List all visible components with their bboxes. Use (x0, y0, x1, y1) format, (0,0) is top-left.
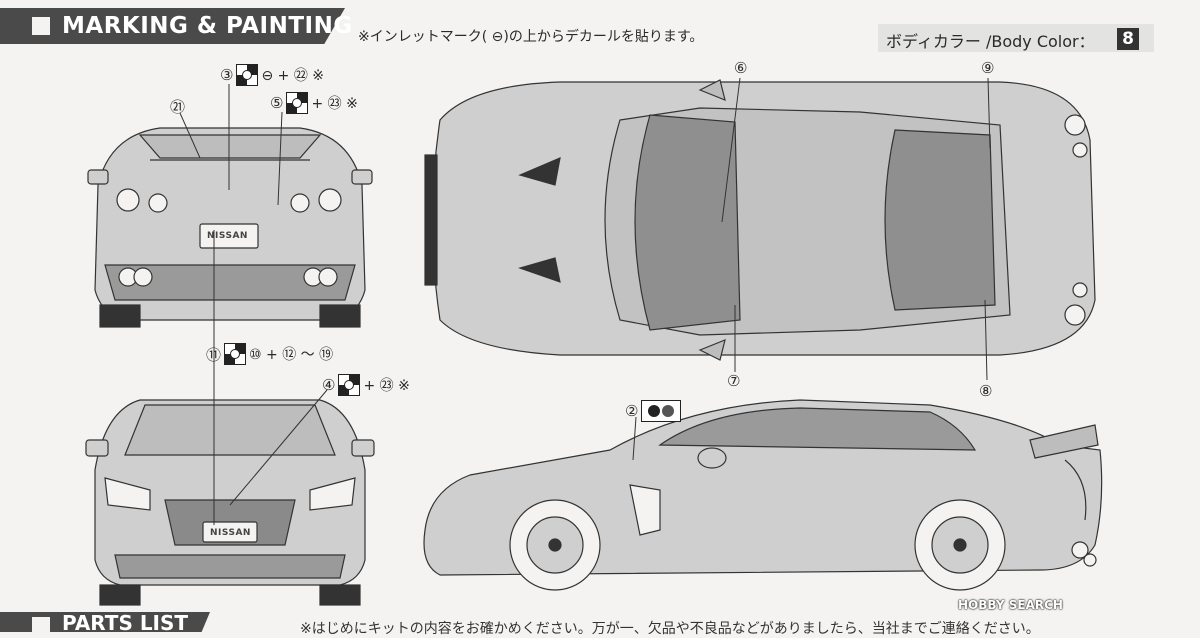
callout-7: ⑦ (727, 372, 740, 390)
callout-21: ㉑ (170, 96, 185, 117)
parts-square-icon (32, 617, 50, 635)
callout-11: ⑪ ⑩ + ⑫ ～ ⑲ (206, 343, 333, 365)
callout-4-num: ④ (322, 376, 336, 394)
front-plate-text: NISSAN (210, 528, 251, 538)
callout-3: ③ ⊖ + ㉒ ※ (220, 64, 324, 86)
callout-11-tail: ⑩ + ⑫ ～ ⑲ (249, 347, 334, 363)
body-color-label: ボディカラー /Body Color： (886, 32, 1095, 51)
section-title: MARKING & PAINTING (62, 13, 353, 39)
callout-9: ⑨ (981, 59, 994, 77)
parts-list-title: PARTS LIST (62, 611, 189, 635)
callout-6: ⑥ (734, 59, 747, 77)
callout-2-num: ② (625, 402, 639, 420)
side-view-car (423, 399, 1103, 591)
top-view-car (424, 79, 1096, 361)
two-dot-decal-icon (641, 400, 682, 422)
callout-11-num: ⑪ (206, 345, 222, 364)
callout-21-num: ㉑ (170, 98, 186, 116)
rear-view-car (87, 127, 373, 328)
parts-list-bar (0, 612, 210, 632)
callout-8: ⑧ (979, 382, 992, 400)
flag-decal-icon (286, 92, 309, 114)
rear-plate-text: NISSAN (207, 231, 248, 241)
body-color-box (878, 24, 1154, 52)
section-header-bar (0, 8, 345, 44)
parts-list-note: ※はじめにキットの内容をお確かめください。万が一、欠品や不良品などがありましたら… (300, 621, 1040, 637)
callout-3-tail: ⊖ + ㉒ ※ (261, 68, 324, 84)
flag-decal-icon (338, 374, 361, 396)
watermark: HOBBY SEARCH (958, 598, 1063, 612)
callout-4-tail: + ㉓ ※ (363, 378, 410, 394)
header-square-icon (32, 17, 50, 35)
flag-decal-icon (236, 64, 259, 86)
inlet-mark-note: ※インレットマーク( ⊖)の上からデカールを貼ります。 (358, 29, 704, 45)
callout-3-num: ③ (220, 66, 234, 84)
callout-9-num: ⑨ (981, 59, 995, 77)
callout-5-tail: + ㉓ ※ (311, 96, 358, 112)
callout-7-num: ⑦ (727, 372, 741, 390)
callout-5-num: ⑤ (270, 94, 284, 112)
callout-2: ② (625, 400, 682, 422)
callout-8-num: ⑧ (979, 382, 993, 400)
callout-5: ⑤ + ㉓ ※ (270, 92, 358, 114)
front-view-car (85, 399, 375, 606)
flag-decal-icon (224, 343, 247, 365)
callout-4: ④ + ㉓ ※ (322, 374, 410, 396)
callout-6-num: ⑥ (734, 59, 748, 77)
body-color-code: 8 (1117, 28, 1139, 50)
